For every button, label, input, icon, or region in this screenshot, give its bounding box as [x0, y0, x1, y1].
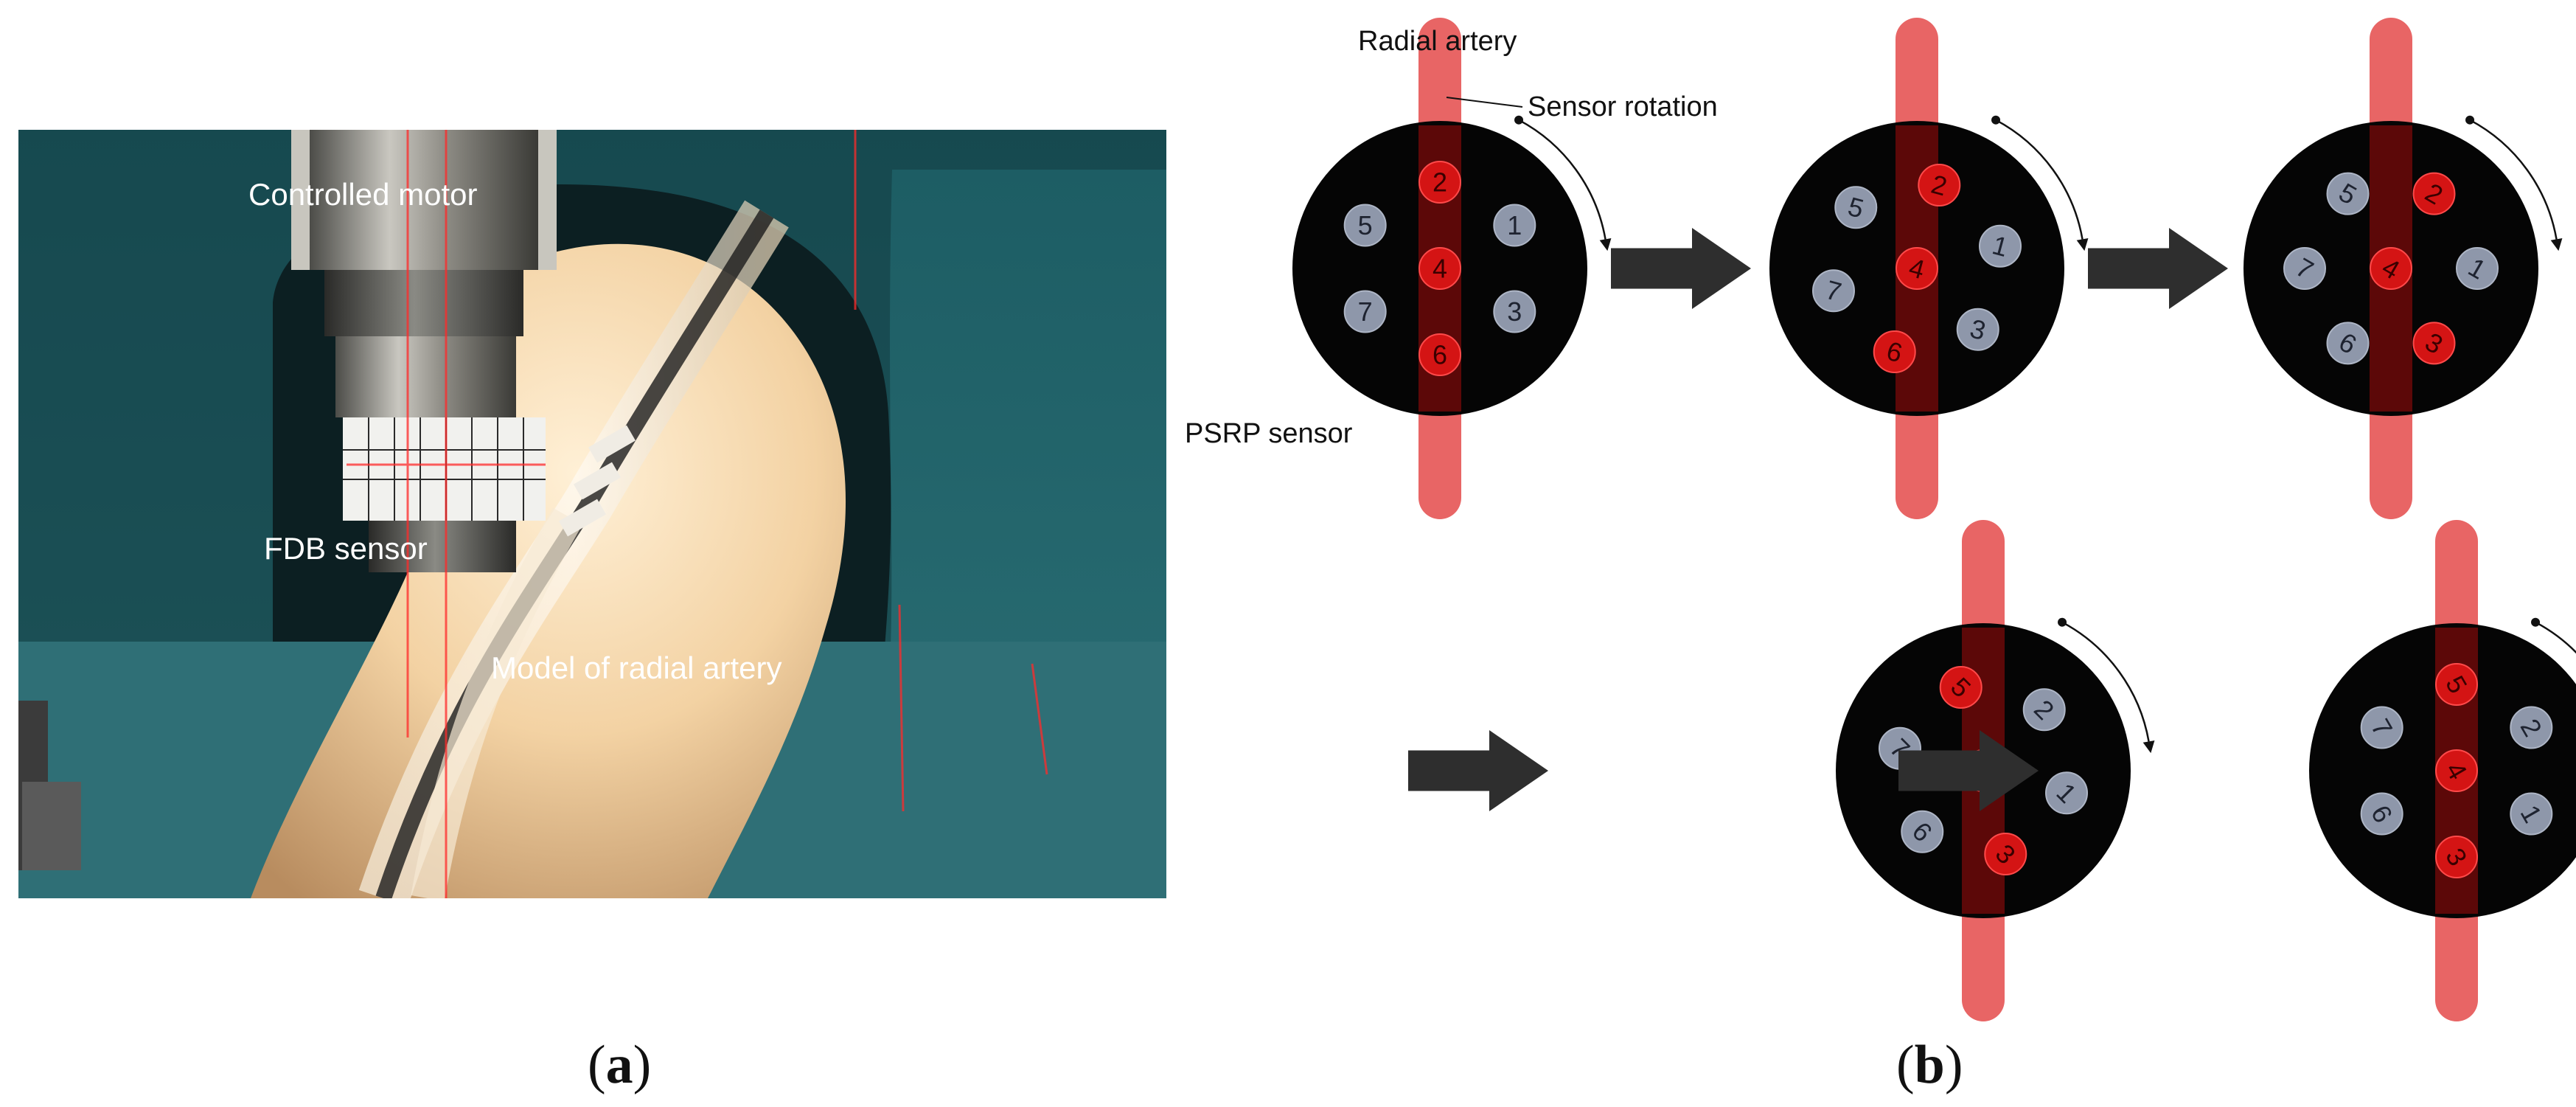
sensor-element-4-step-3: [2370, 247, 2412, 290]
sensor-element-4-step-2: [1896, 247, 1938, 290]
rotation-arc-start-dot-2: [1991, 115, 2001, 125]
label-fdb-sensor: FDB sensor: [264, 531, 428, 566]
caption-a-open: (: [588, 1035, 606, 1095]
caption-a-close: ): [633, 1035, 652, 1095]
caption-b-close: ): [1945, 1035, 1963, 1095]
sensor-element-number-2-step-1: 2: [1433, 167, 1447, 198]
sensor-element-3-step-1: [1493, 290, 1536, 333]
sensor-element-6-step-4: [1901, 810, 1944, 853]
rotation-arc-start-dot-3: [2465, 115, 2475, 125]
side-bracket-plate: [22, 782, 81, 870]
sensor-element-number-1-step-1: 1: [1507, 210, 1522, 240]
sensor-element-5-step-2: [1834, 186, 1878, 229]
panel-a-photo: Controlled motor FDB sensor Model of rad…: [18, 130, 1166, 898]
sensor-element-6-step-1: [1418, 333, 1461, 376]
step-arrow-2: [2088, 228, 2228, 309]
rotation-label-leader: [1446, 97, 1523, 108]
rotation-arc-3: [2469, 119, 2558, 240]
artery-tube-lower: [411, 507, 582, 898]
rotation-arrowhead-4: [2142, 740, 2155, 754]
laser-lines: [347, 130, 1048, 898]
rotation-arrowhead-1: [1599, 238, 1612, 251]
tube-clip-1: [588, 425, 636, 463]
sensor-tip: [369, 521, 516, 572]
sensor-element-2-step-2: [1918, 163, 1961, 207]
panel-b-diagram: 12345671234567123456712345671234567: [1292, 18, 2576, 1021]
rotation-arc-start-dot-1: [1514, 115, 1524, 125]
motor-collar: [335, 336, 516, 417]
step-arrow-3: [1408, 730, 1548, 811]
rotation-arc-1: [1518, 119, 1606, 240]
label-sensor-rotation: Sensor rotation: [1528, 91, 1718, 122]
sensor-scale-band: [343, 417, 546, 521]
sensor-element-number-5-step-1: 5: [1358, 210, 1373, 240]
step-arrow-4: [1898, 730, 2039, 811]
sensor-element-7-step-3: [2283, 247, 2327, 291]
sensor-element-5-step-1: [1343, 204, 1387, 247]
sensor-scale-grid: [343, 417, 546, 521]
label-controlled-motor: Controlled motor: [248, 177, 477, 212]
caption-a: (a): [588, 1035, 651, 1095]
sensor-element-1-step-2: [1979, 224, 2022, 268]
rotation-arrowhead-2: [2076, 238, 2089, 251]
motor-shaft: [324, 270, 523, 336]
sensor-element-5-step-5: [2435, 663, 2479, 707]
sensor-element-3-step-3: [2412, 322, 2456, 365]
sensor-element-2-step-5: [2510, 706, 2553, 749]
sensor-element-1-step-5: [2510, 792, 2553, 836]
sensor-element-1-step-3: [2455, 246, 2499, 290]
caption-b-letter: b: [1915, 1035, 1945, 1095]
sensor-element-5-step-4: [1939, 665, 1983, 709]
caption-b-open: (: [1896, 1035, 1915, 1095]
rotation-arc-2: [1995, 119, 2084, 240]
sensor-element-number-4-step-1: 4: [1433, 254, 1447, 284]
rotation-arrowhead-3: [2550, 238, 2563, 251]
label-radial-artery: Radial artery: [1358, 26, 1517, 57]
label-psrp-sensor: PSRP sensor: [1185, 418, 1353, 449]
rotation-arc-start-dot-5: [2531, 617, 2541, 627]
caption-b: (b): [1896, 1035, 1963, 1095]
sensor-element-5-step-3: [2326, 172, 2370, 215]
motor-housing: [310, 130, 538, 270]
caption-a-letter: a: [606, 1035, 633, 1095]
sensor-element-2-step-1: [1418, 161, 1461, 204]
sensor-element-3-step-5: [2434, 835, 2478, 878]
sensor-element-3-step-2: [1956, 308, 1999, 351]
rotation-arc-5: [2535, 621, 2576, 654]
rotation-arc-start-dot-4: [2058, 617, 2067, 627]
step-arrow-1: [1611, 228, 1751, 309]
sensor-element-3-step-4: [1984, 833, 2027, 876]
sensor-element-7-step-1: [1343, 290, 1387, 333]
rotation-arc-4: [2061, 621, 2150, 742]
sensor-element-4-step-5: [2435, 749, 2478, 792]
sensor-element-7-step-5: [2360, 706, 2403, 749]
label-model-radial-artery: Model of radial artery: [491, 650, 782, 685]
sensor-element-4-step-1: [1418, 247, 1461, 290]
sensor-element-number-6-step-1: 6: [1433, 340, 1447, 370]
tube-clip-2: [574, 462, 621, 500]
sensor-element-6-step-5: [2360, 792, 2403, 836]
sensor-element-6-step-3: [2326, 322, 2370, 365]
sensor-element-1-step-1: [1493, 204, 1536, 247]
sensor-element-number-7-step-1: 7: [1358, 296, 1373, 327]
sensor-element-7-step-2: [1811, 269, 1855, 313]
sensor-element-number-3-step-1: 3: [1507, 296, 1522, 327]
sensor-element-6-step-2: [1873, 330, 1916, 374]
tube-clip-3: [559, 499, 606, 537]
sensor-element-2-step-3: [2412, 172, 2456, 215]
sensor-element-2-step-4: [2022, 688, 2066, 732]
sensor-element-1-step-4: [2045, 771, 2089, 815]
